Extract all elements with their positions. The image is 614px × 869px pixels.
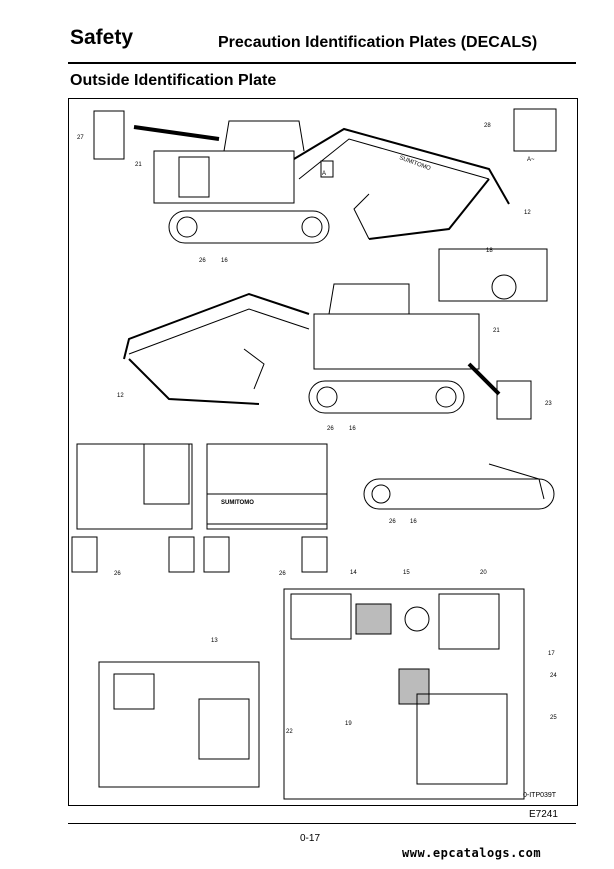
callout-13: 13 (211, 638, 218, 644)
rear-counterweight (206, 493, 328, 525)
bottom-track-view (363, 478, 555, 510)
callout-24: 24 (550, 673, 557, 679)
callout-16b: 16 (349, 426, 356, 432)
inset-panel (93, 110, 125, 160)
idler-wheel-2 (435, 386, 457, 408)
inset-decal (496, 380, 532, 420)
right-panel (438, 593, 500, 650)
callout-26: 26 (199, 258, 206, 264)
document-code: E7241 (529, 809, 558, 820)
callout-20: 20 (480, 570, 487, 576)
inset-engine-circle (491, 274, 517, 300)
right-engine-block (416, 693, 508, 785)
callout-23: 23 (545, 401, 552, 407)
upper-body (153, 150, 295, 204)
excavator-top-view (93, 108, 557, 244)
callout-26b: 26 (327, 426, 334, 432)
right-filter (404, 606, 430, 632)
arm-2 (128, 358, 260, 405)
bottom-arm (488, 463, 545, 500)
bucket-2 (243, 348, 265, 390)
rear-view (206, 443, 328, 530)
front-track-left (71, 536, 98, 573)
header-rule (68, 62, 576, 64)
pointer-arrow-2 (467, 362, 501, 396)
cab (223, 120, 305, 152)
left-tank (198, 698, 250, 760)
callout-21b: 21 (493, 328, 500, 334)
callout-28: 28 (484, 123, 491, 129)
section-title: Safety (70, 26, 134, 49)
sprocket-2 (316, 386, 338, 408)
view-a-label: A (322, 171, 326, 177)
callout-26d: 26 (279, 571, 286, 577)
boom-2-lower (128, 308, 310, 355)
right-grille-2 (398, 668, 430, 705)
bucket (353, 193, 370, 240)
excavator-middle-view (123, 248, 548, 420)
callout-12a: 12 (524, 210, 531, 216)
right-radiator (290, 593, 352, 640)
callout-22: 22 (286, 729, 293, 735)
bottom-sprocket (371, 484, 391, 504)
arrow-label: A~ (527, 157, 535, 163)
view-a-box (320, 160, 334, 178)
compartment-views (98, 588, 525, 800)
rear-track-left (203, 536, 230, 573)
track-2 (308, 380, 465, 414)
callout-15: 15 (403, 570, 410, 576)
callout-14: 14 (350, 570, 357, 576)
figure-reference: 0-ITP039T (523, 792, 557, 799)
front-cab (143, 443, 190, 505)
left-radiator (113, 673, 155, 710)
callout-18: 18 (486, 248, 493, 254)
right-grille (355, 603, 392, 635)
front-track-right (168, 536, 195, 573)
boom (293, 127, 510, 205)
subtitle: Outside Identification Plate (70, 72, 277, 89)
callouts: 27 21 28 12 26 16 18 21 12 23 26 16 26 2… (77, 123, 557, 735)
callout-16: 16 (221, 258, 228, 264)
sprocket (301, 216, 323, 238)
idler-wheel (176, 216, 198, 238)
callout-19: 19 (345, 721, 352, 727)
callout-25: 25 (550, 715, 557, 721)
page-number: 0-17 (300, 833, 321, 844)
boom-lower (298, 138, 490, 180)
footer-rule (68, 823, 576, 824)
inset-view-a (513, 108, 557, 152)
excavator-decal-diagram: A A~ SUMITOMO SUMITOMO 27 21 28 12 26 16… (71, 108, 557, 800)
figure-frame (68, 98, 578, 806)
callout-12b: 12 (117, 393, 124, 399)
right-compartment (283, 588, 525, 800)
front-view (76, 443, 193, 530)
website-watermark[interactable]: www.epcatalogs.com (402, 846, 542, 860)
callout-26c: 26 (114, 571, 121, 577)
track (168, 210, 330, 244)
callout-26e: 26 (389, 519, 396, 525)
callout-27: 27 (77, 135, 84, 141)
inset-engine (438, 248, 548, 302)
upper-body-2 (313, 313, 480, 370)
callout-21: 21 (135, 162, 142, 168)
front-rear-views (71, 443, 555, 573)
boom-2 (123, 292, 310, 360)
decal-area (178, 156, 210, 198)
pointer-arrow (133, 125, 220, 141)
left-compartment (98, 661, 260, 788)
callout-16c: 16 (410, 519, 417, 525)
cab-2 (328, 283, 410, 315)
rear-track-right (301, 536, 328, 573)
callout-17: 17 (548, 651, 555, 657)
brand-on-rear: SUMITOMO (221, 500, 254, 506)
arm (368, 178, 490, 240)
page-title: Precaution Identification Plates (DECALS… (218, 34, 538, 51)
